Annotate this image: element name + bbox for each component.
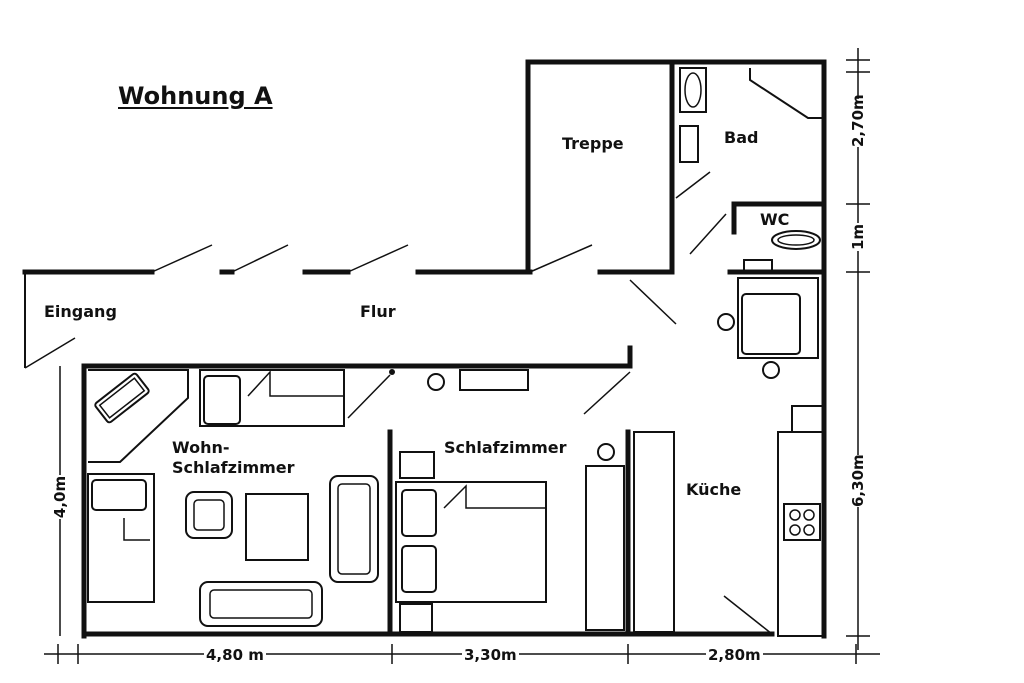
dimension-right-mid: 1m [849, 223, 867, 251]
room-label-kueche: Küche [686, 480, 742, 499]
dimension-bottom-left: 4,80 m [204, 646, 266, 664]
dimension-left: 4,0m [51, 475, 69, 519]
dimension-right-bottom: 6,30m [849, 454, 867, 507]
room-label-treppe: Treppe [562, 134, 624, 153]
room-label-wohn-line1: Wohn- [172, 438, 230, 457]
room-label-bad: Bad [724, 128, 759, 147]
living-room-furniture [87, 369, 379, 627]
room-label-wc: WC [760, 210, 790, 229]
doors [24, 171, 773, 635]
walls [22, 59, 827, 639]
room-label-flur: Flur [360, 302, 396, 321]
bathroom-fixtures [679, 67, 824, 273]
dimension-right-top: 2,70m [849, 94, 867, 147]
room-label-wohn-line2: Schlafzimmer [172, 458, 295, 477]
dimension-bottom-right: 2,80m [706, 646, 763, 664]
plan-title: Wohnung A [118, 82, 273, 110]
room-label-schlafzimmer: Schlafzimmer [444, 438, 567, 457]
room-label-eingang: Eingang [44, 302, 117, 321]
kitchen-fixtures [633, 277, 825, 637]
dimension-bottom-mid: 3,30m [462, 646, 519, 664]
bedroom-furniture [389, 369, 625, 633]
room-label-wohn-schlafzimmer: Wohn- Schlafzimmer [172, 438, 295, 478]
